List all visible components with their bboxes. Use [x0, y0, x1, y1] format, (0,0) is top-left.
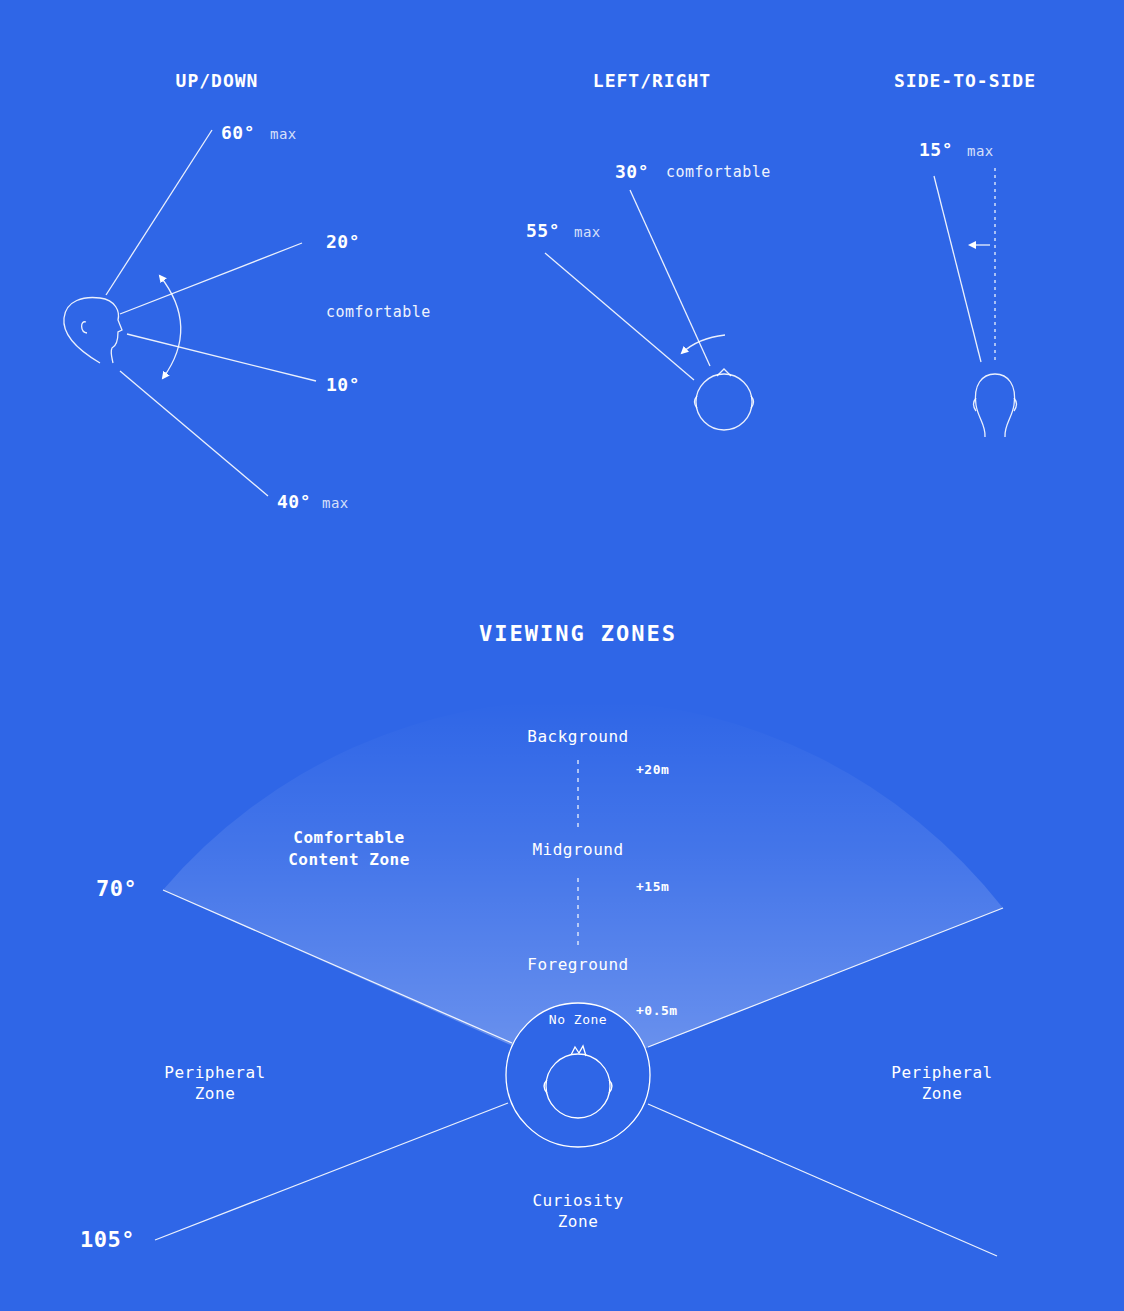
head-top: [696, 374, 752, 430]
section-heading: SIDE-TO-SIDE: [894, 69, 1036, 92]
angle-value: 15°: [919, 138, 953, 161]
leader-line: [630, 190, 710, 366]
wedge-fill: [163, 700, 1003, 1075]
zone-label: Peripheral Zone: [884, 1063, 1000, 1105]
leader-line: [106, 130, 212, 295]
head-profile: [64, 298, 122, 363]
zone-boundary: [155, 1103, 508, 1240]
distance-label: +0.5m: [636, 1003, 678, 1020]
leader-line: [934, 176, 981, 362]
angle-value: 60°: [221, 121, 255, 144]
zone-boundary: [648, 1104, 997, 1256]
head-back: [975, 374, 1014, 437]
zone-label: Curiosity Zone: [520, 1191, 636, 1233]
rotation-arrow: [160, 276, 181, 378]
leader-line: [120, 243, 302, 314]
range-note: comfortable: [666, 163, 771, 183]
leader-line: [127, 334, 316, 381]
zone-label: Peripheral Zone: [157, 1063, 273, 1105]
section-heading: UP/DOWN: [176, 69, 259, 92]
head-top: [546, 1054, 610, 1118]
section-heading: LEFT/RIGHT: [593, 69, 711, 92]
zone-name: No Zone: [518, 1011, 638, 1029]
hair-tuft: [571, 1046, 586, 1056]
no-zone-circle: No Zone: [505, 1002, 651, 1148]
tilt-arrow: [970, 244, 990, 245]
depth-label: Midground: [532, 840, 623, 861]
angle-value: 40°: [277, 490, 311, 513]
angle-lines: [64, 130, 1017, 496]
distance-label: +20m: [636, 762, 669, 779]
angle-value: 30°: [615, 160, 649, 183]
depth-label: Foreground: [527, 955, 628, 976]
depth-label: Background: [527, 727, 628, 748]
leader-line: [120, 371, 268, 496]
vertical-reference: [994, 168, 995, 360]
angle-value: 55°: [526, 219, 560, 242]
nose-mark: [717, 369, 731, 376]
ear-line: [974, 398, 1017, 411]
ear-line: [544, 1080, 612, 1093]
ear-line: [82, 322, 87, 333]
range-note: comfortable: [326, 303, 431, 323]
limit-note: max: [322, 494, 349, 512]
limit-note: max: [270, 125, 297, 143]
distance-label: +15m: [636, 879, 669, 896]
section-heading: VIEWING ZONES: [479, 620, 677, 649]
leader-line: [545, 253, 694, 380]
angle-value: 70°: [96, 875, 137, 904]
ear-line: [695, 396, 754, 408]
zone-circle: [506, 1003, 650, 1147]
zone-heading: Comfortable Content Zone: [282, 827, 416, 870]
angle-value: 10°: [326, 373, 360, 396]
angle-value: 105°: [80, 1226, 135, 1255]
limit-note: max: [574, 223, 601, 241]
limit-note: max: [967, 142, 994, 160]
rotation-arrow: [682, 335, 725, 353]
angle-value: 20°: [326, 230, 360, 253]
